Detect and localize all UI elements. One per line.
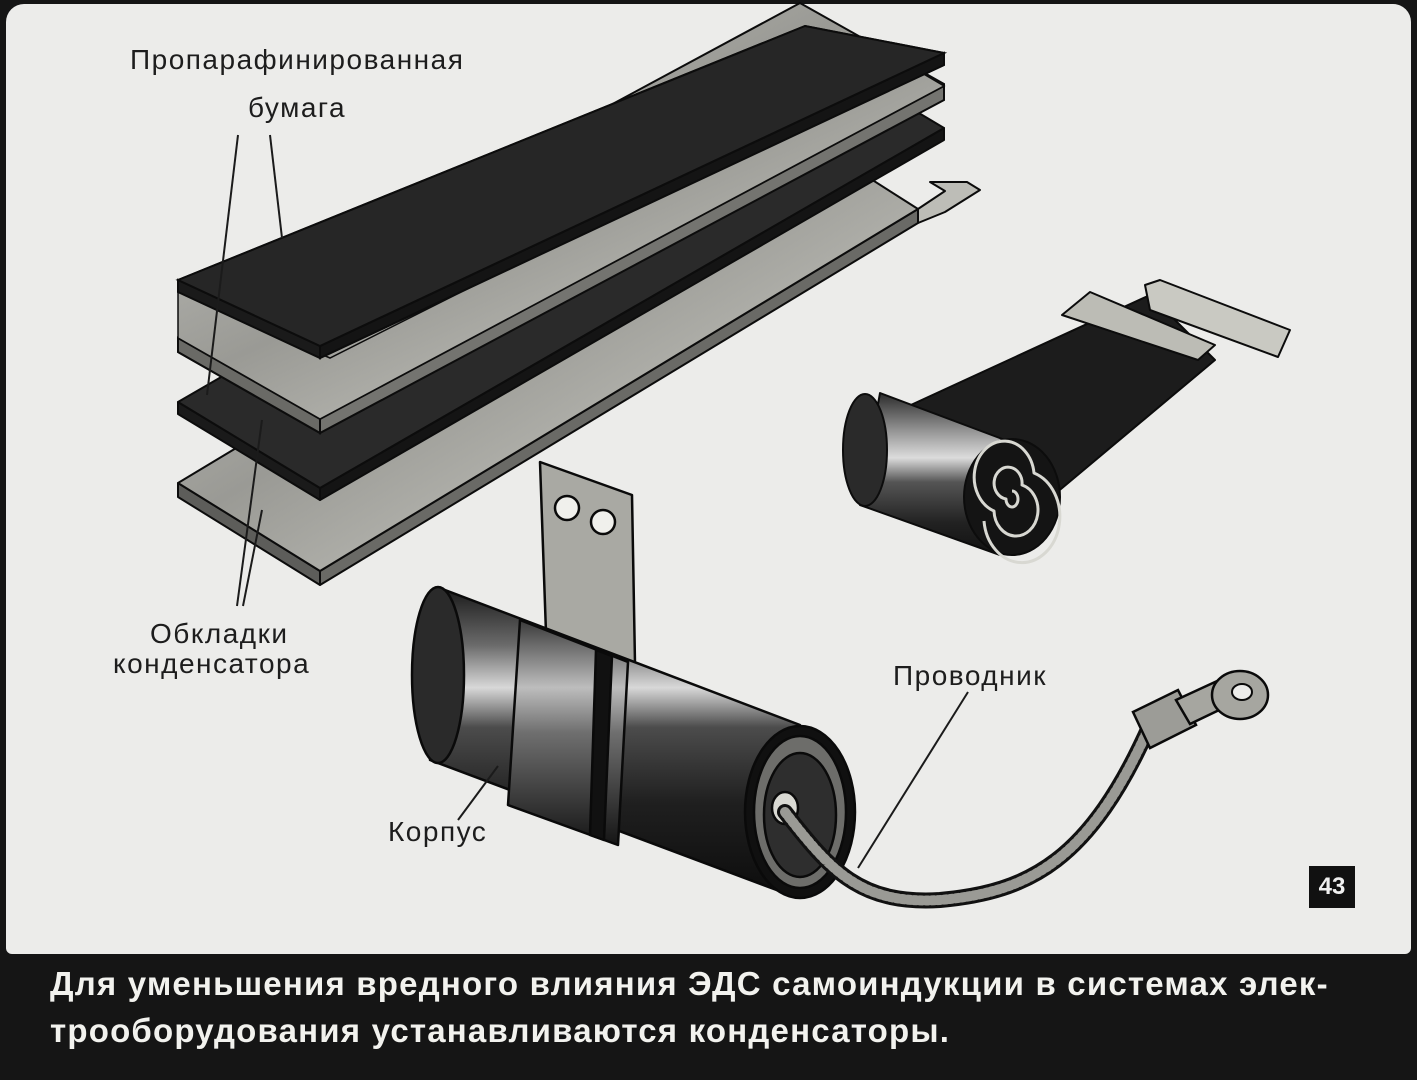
caption: Для уменьшения вредного влияния ЭДС само… — [50, 960, 1380, 1054]
leader-line-conductor — [857, 691, 969, 869]
rolled-section — [842, 279, 1291, 565]
label-paraffin-paper-line1: Пропарафинированная — [130, 44, 465, 75]
conductor-wire — [777, 669, 1270, 909]
label-paraffin-paper-line2: бумага — [248, 92, 347, 123]
label-plates-line1: Обкладки — [150, 618, 289, 649]
caption-line-2: трооборудования устанавливаются конденса… — [50, 1012, 951, 1049]
leader-lines-paper — [206, 134, 283, 396]
page-number: 43 — [1309, 866, 1355, 908]
label-conductor: Проводник — [893, 660, 1047, 691]
label-plates-line2: конденсатора — [113, 648, 311, 679]
caption-line-1: Для уменьшения вредного влияния ЭДС само… — [50, 965, 1329, 1002]
leader-line-housing — [457, 765, 499, 821]
label-housing: Корпус — [388, 816, 488, 847]
leader-lines-plates — [236, 419, 263, 607]
